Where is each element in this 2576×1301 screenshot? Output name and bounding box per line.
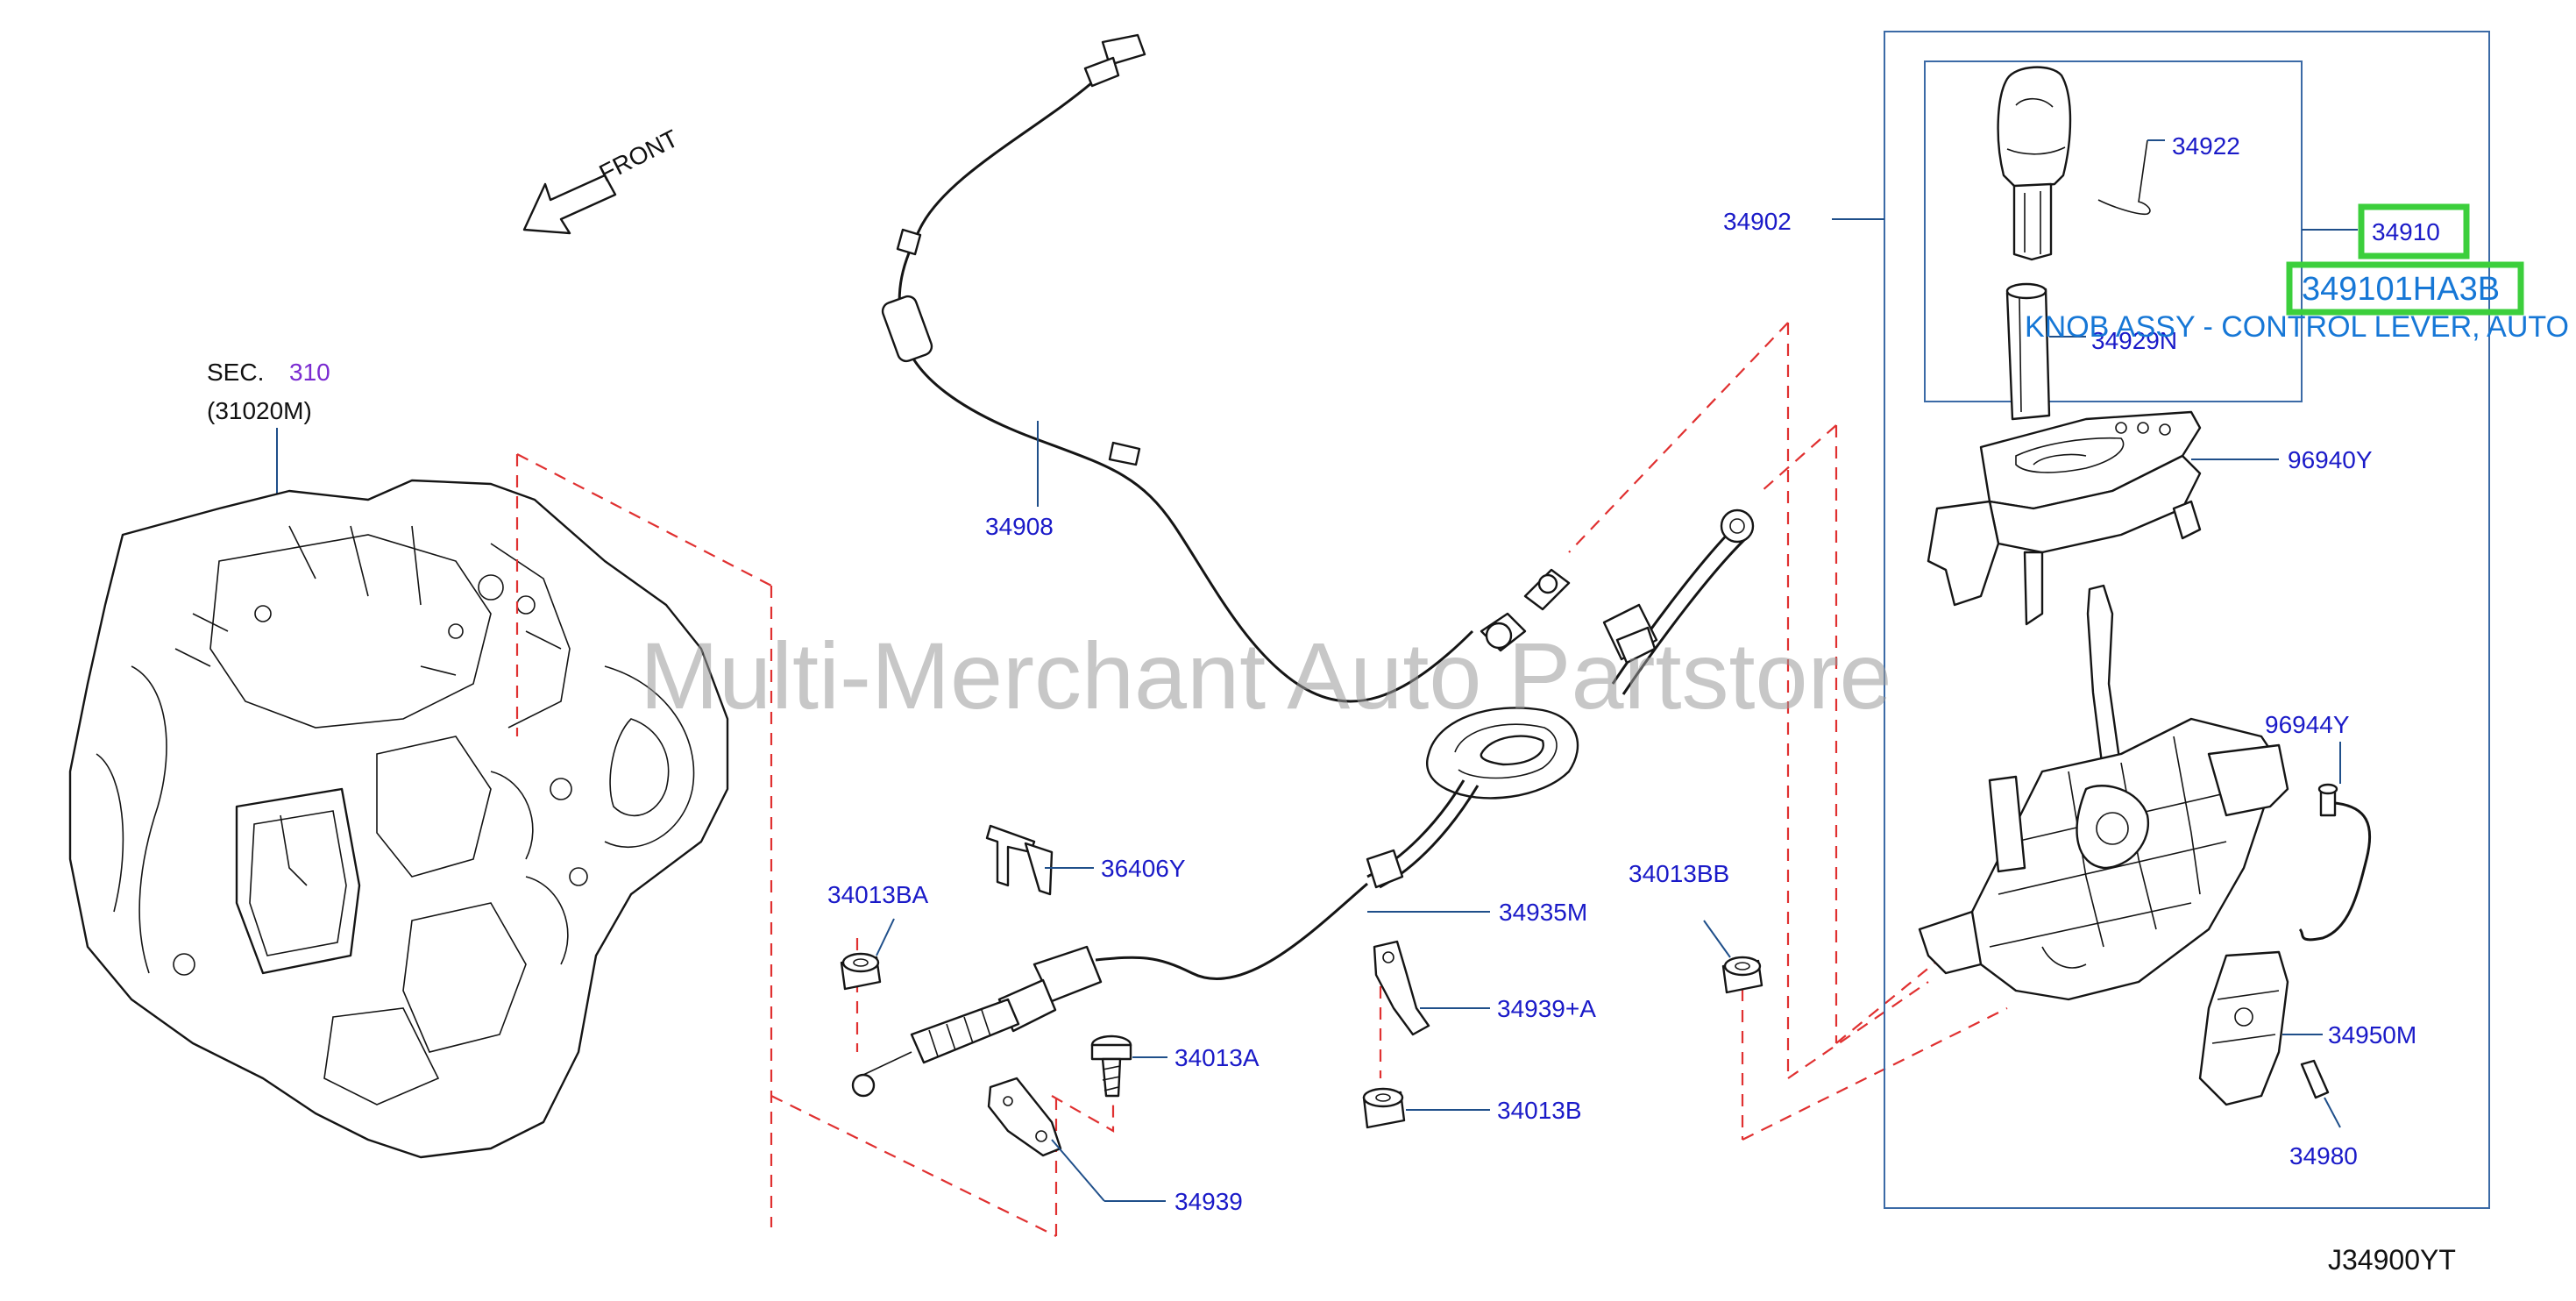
label-34980[interactable]: 34980	[2289, 1142, 2358, 1169]
knob-icon	[1997, 66, 2072, 261]
clip-36406y-icon	[985, 824, 1054, 896]
finisher-96940y-icon	[1927, 410, 2202, 626]
front-label: FRONT	[595, 124, 683, 187]
highlight-box-34910	[2358, 203, 2470, 259]
nut-34013bb-icon	[1721, 956, 1763, 994]
leader-34013bb	[1703, 920, 1731, 958]
label-36406y[interactable]: 36406Y	[1101, 855, 1186, 882]
watermark: Multi-Merchant Auto Partstore	[640, 622, 1892, 729]
label-96944y[interactable]: 96944Y	[2265, 711, 2350, 738]
knob-assy-box	[1924, 60, 2303, 402]
section-code: (31020M)	[207, 397, 312, 424]
clip-34922-icon	[2097, 139, 2151, 216]
sleeve-34929n-icon	[2005, 282, 2051, 421]
label-34013ba[interactable]: 34013BA	[827, 881, 929, 908]
guide-lines-left	[515, 453, 1382, 1237]
leader-34013ba	[876, 918, 895, 956]
solenoid-34950m-icon	[2198, 950, 2289, 1106]
section-number[interactable]: 310	[289, 359, 330, 386]
control-cable-34908-icon	[881, 33, 1571, 703]
front-arrow-icon	[522, 174, 617, 235]
label-34929n[interactable]: 34929N	[2091, 327, 2177, 354]
nut-34013b-icon	[1362, 1087, 1406, 1129]
label-34939a[interactable]: 34939+A	[1497, 995, 1596, 1022]
label-34950m[interactable]: 34950M	[2328, 1021, 2416, 1049]
guide-lines-right	[1568, 322, 2008, 1141]
label-34908[interactable]: 34908	[985, 513, 1054, 540]
label-34902[interactable]: 34902	[1723, 208, 1792, 235]
cover-34980-icon	[2300, 1059, 2330, 1099]
bolt-34013a-icon	[1090, 1034, 1132, 1098]
section-prefix: SEC.	[207, 359, 264, 386]
control-device-group-box	[1884, 31, 2490, 1209]
highlight-part-number[interactable]: 349101HA3B	[2302, 271, 2500, 308]
label-34922[interactable]: 34922	[2172, 132, 2240, 160]
leader-34939-a	[1051, 1139, 1105, 1202]
label-34910[interactable]: 34910	[2372, 218, 2440, 245]
bracket-34939-icon	[987, 1077, 1062, 1157]
label-96940y[interactable]: 96940Y	[2288, 446, 2373, 473]
bracket-34939a-icon	[1373, 940, 1430, 1036]
label-34939[interactable]: 34939	[1174, 1188, 1243, 1215]
transmission-icon	[68, 479, 729, 1159]
highlight-description: KNOB ASSY - CONTROL LEVER, AUTO	[2025, 310, 2569, 344]
diagram-code: J34900YT	[2328, 1244, 2456, 1276]
nut-34013ba-icon	[840, 952, 882, 991]
highlight-box-part-number	[2286, 261, 2524, 316]
label-34013bb[interactable]: 34013BB	[1629, 860, 1729, 887]
control-device-body-icon	[1918, 584, 2289, 1001]
label-34935m[interactable]: 34935M	[1499, 899, 1587, 926]
leader-34980	[2324, 1097, 2341, 1128]
switch-96944y-icon	[2298, 783, 2372, 942]
label-34013b[interactable]: 34013B	[1497, 1097, 1582, 1124]
label-34013a[interactable]: 34013A	[1174, 1044, 1260, 1071]
shift-cable-34935m-icon	[851, 508, 1755, 1098]
